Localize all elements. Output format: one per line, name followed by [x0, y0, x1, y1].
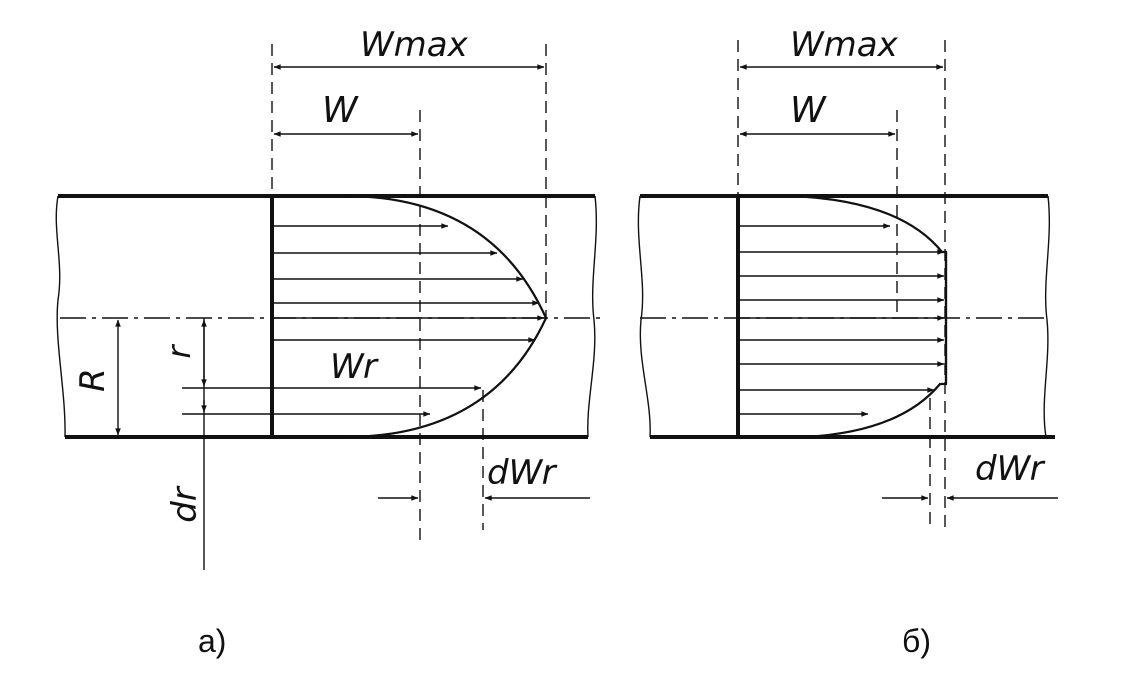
label-r: r: [160, 344, 198, 359]
panel-b: Wmax W dWr б): [637, 25, 1058, 659]
label-wr: Wr: [330, 347, 379, 387]
label-wmax-b: Wmax: [790, 25, 899, 65]
label-wmax-a: Wmax: [360, 25, 469, 65]
label-dwr-a: dWr: [487, 453, 558, 493]
caption-panel-b: б): [902, 623, 931, 659]
pipe-b-right-break: [1043, 195, 1051, 438]
label-radius: R: [73, 368, 113, 392]
label-dwr-b: dWr: [975, 449, 1046, 489]
label-dr: dr: [165, 485, 205, 523]
label-w-a: W: [322, 90, 359, 131]
parabolic-profile: [344, 194, 548, 439]
pipe-a-left-break: [55, 195, 66, 438]
label-w-b: W: [790, 90, 827, 131]
panel-a: Wmax W Wr R r dr dWr а): [55, 25, 600, 659]
pipe-a-right-break: [587, 195, 598, 438]
velocity-arrows-b: [738, 223, 945, 417]
flat-profile-curve: [789, 194, 948, 439]
pipe-b-left-break: [637, 195, 651, 438]
velocity-arrows-a: [182, 223, 545, 417]
caption-panel-a: а): [198, 623, 226, 659]
